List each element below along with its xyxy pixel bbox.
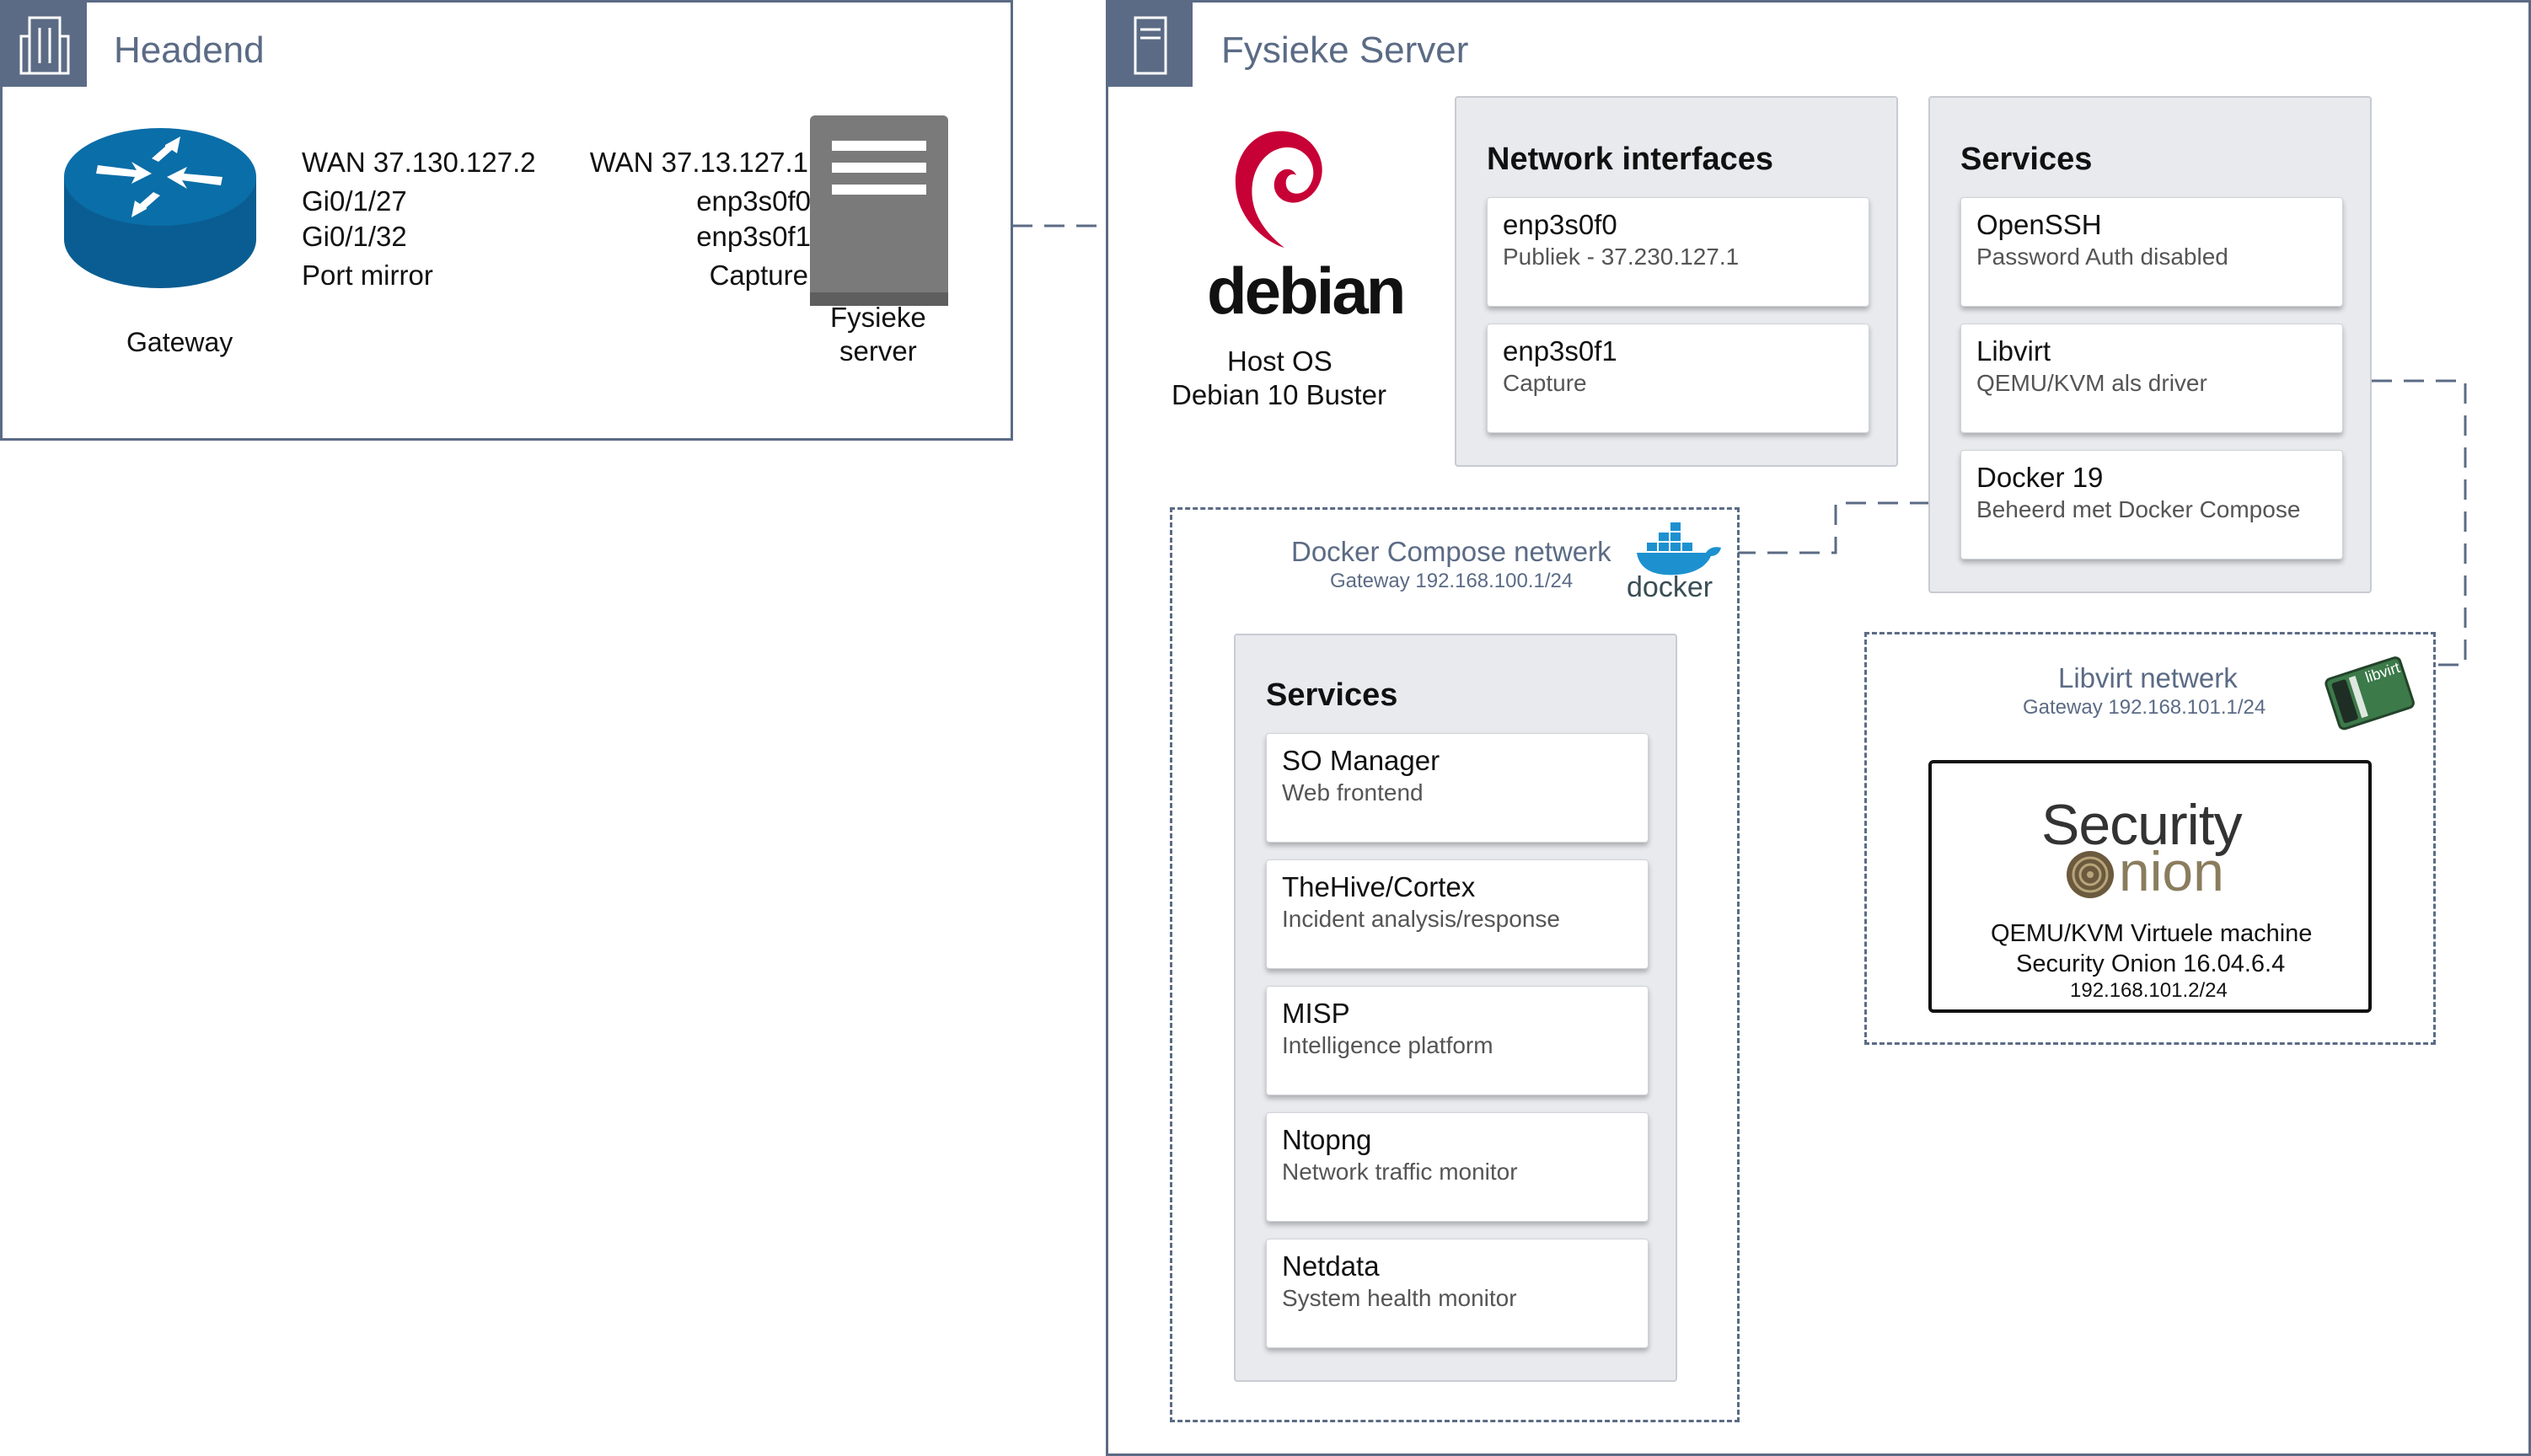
docker-service-card[interactable]: Netdata System health monitor (1266, 1239, 1649, 1348)
service-name: OpenSSH (1976, 209, 2102, 240)
vm-line2: Security Onion 16.04.6.4 (2016, 950, 2286, 977)
wan-left-label: WAN 37.130.127.2 (302, 147, 536, 178)
port-right-2-label: enp3s0f1 (696, 221, 811, 252)
service-name: TheHive/Cortex (1282, 871, 1476, 902)
libvirt-logo-icon (2323, 654, 2416, 735)
port-left-2-label: Gi0/1/32 (302, 221, 407, 252)
docker-network-gateway: Gateway 192.168.100.1/24 (1330, 570, 1574, 592)
libvirt-network-gateway: Gateway 192.168.101.1/24 (2023, 696, 2266, 719)
network-interfaces-panel: Network interfaces enp3s0f0 Publiek - 37… (1455, 96, 1898, 467)
host-os-line1: Host OS (1227, 345, 1333, 377)
interface-name: enp3s0f1 (1503, 335, 1617, 367)
network-interfaces-title: Network interfaces (1487, 142, 1774, 177)
interface-name: enp3s0f0 (1503, 209, 1617, 240)
router-icon (64, 128, 256, 288)
interface-desc: Publiek - 37.230.127.1 (1503, 244, 1740, 270)
port-mirror-label: Port mirror (302, 260, 433, 291)
server-label-line2: server (839, 335, 917, 367)
service-name: Ntopng (1282, 1124, 1372, 1155)
port-right-1-label: enp3s0f0 (696, 185, 811, 217)
docker-network-zone (1170, 507, 1740, 1422)
service-desc: Web frontend (1282, 779, 1424, 806)
service-card-docker[interactable]: Docker 19 Beheerd met Docker Compose (1960, 450, 2343, 559)
service-desc: QEMU/KVM als driver (1976, 370, 2207, 396)
building-icon (3, 3, 87, 87)
port-left-1-label: Gi0/1/27 (302, 185, 407, 217)
docker-services-title: Services (1266, 677, 1398, 713)
libvirt-network-zone (1864, 632, 2436, 1045)
debian-swirl-icon (1229, 125, 1330, 249)
docker-service-card[interactable]: SO Manager Web frontend (1266, 733, 1649, 843)
server-rack-icon (1108, 3, 1193, 87)
service-desc: Beheerd met Docker Compose (1976, 496, 2301, 522)
host-services-title: Services (1960, 142, 2093, 177)
vm-line1: QEMU/KVM Virtuele machine (1991, 920, 2313, 947)
docker-network-title: Docker Compose netwerk (1291, 536, 1611, 567)
gateway-label: Gateway (126, 327, 233, 357)
physical-server-title: Fysieke Server (1221, 29, 1469, 71)
capture-label: Capture (709, 260, 808, 291)
interface-card[interactable]: enp3s0f0 Publiek - 37.230.127.1 (1487, 197, 1869, 307)
interface-card[interactable]: enp3s0f1 Capture (1487, 324, 1869, 433)
service-name: Docker 19 (1976, 462, 2104, 493)
service-name: Netdata (1282, 1250, 1380, 1282)
onion-icon (2063, 848, 2117, 902)
host-services-panel: Services OpenSSH Password Auth disabled … (1928, 96, 2372, 593)
service-card-libvirt[interactable]: Libvirt QEMU/KVM als driver (1960, 324, 2343, 433)
security-onion-vm[interactable]: Security nion QEMU/KVM Virtuele machine … (1928, 760, 2372, 1013)
server-icon (810, 115, 948, 306)
service-name: MISP (1282, 998, 1350, 1029)
wan-right-label: WAN 37.13.127.1 (589, 147, 808, 178)
service-name: Libvirt (1976, 335, 2051, 367)
service-desc: Password Auth disabled (1976, 244, 2228, 270)
service-name: SO Manager (1282, 745, 1440, 776)
physical-server-group: Fysieke Server (1106, 0, 2531, 1456)
service-desc: System health monitor (1282, 1285, 1517, 1311)
docker-service-card[interactable]: Ntopng Network traffic monitor (1266, 1112, 1649, 1222)
headend-title: Headend (114, 29, 265, 71)
link-libvirt-service-to-network (2340, 379, 2467, 666)
docker-service-card[interactable]: MISP Intelligence platform (1266, 986, 1649, 1095)
service-desc: Network traffic monitor (1282, 1159, 1518, 1185)
docker-logo-text: docker (1627, 571, 1713, 603)
security-onion-logo-word1: Security (2041, 793, 2243, 857)
interface-desc: Capture (1503, 370, 1587, 396)
docker-whale-icon (1633, 521, 1726, 578)
debian-logo-text: debian (1207, 254, 1406, 328)
vm-line3: 192.168.101.2/24 (2070, 979, 2228, 1002)
link-docker-service-to-network (1738, 501, 1962, 554)
service-card-openssh[interactable]: OpenSSH Password Auth disabled (1960, 197, 2343, 307)
service-desc: Intelligence platform (1282, 1032, 1493, 1058)
docker-service-card[interactable]: TheHive/Cortex Incident analysis/respons… (1266, 859, 1649, 969)
libvirt-network-title: Libvirt netwerk (2058, 662, 2238, 693)
service-desc: Incident analysis/response (1282, 906, 1560, 932)
server-label-line1: Fysieke (830, 302, 926, 333)
security-onion-logo-word2: nion (2119, 840, 2224, 902)
host-os-line2: Debian 10 Buster (1172, 379, 1386, 410)
docker-services-panel: Services SO Manager Web frontend TheHive… (1234, 634, 1677, 1382)
